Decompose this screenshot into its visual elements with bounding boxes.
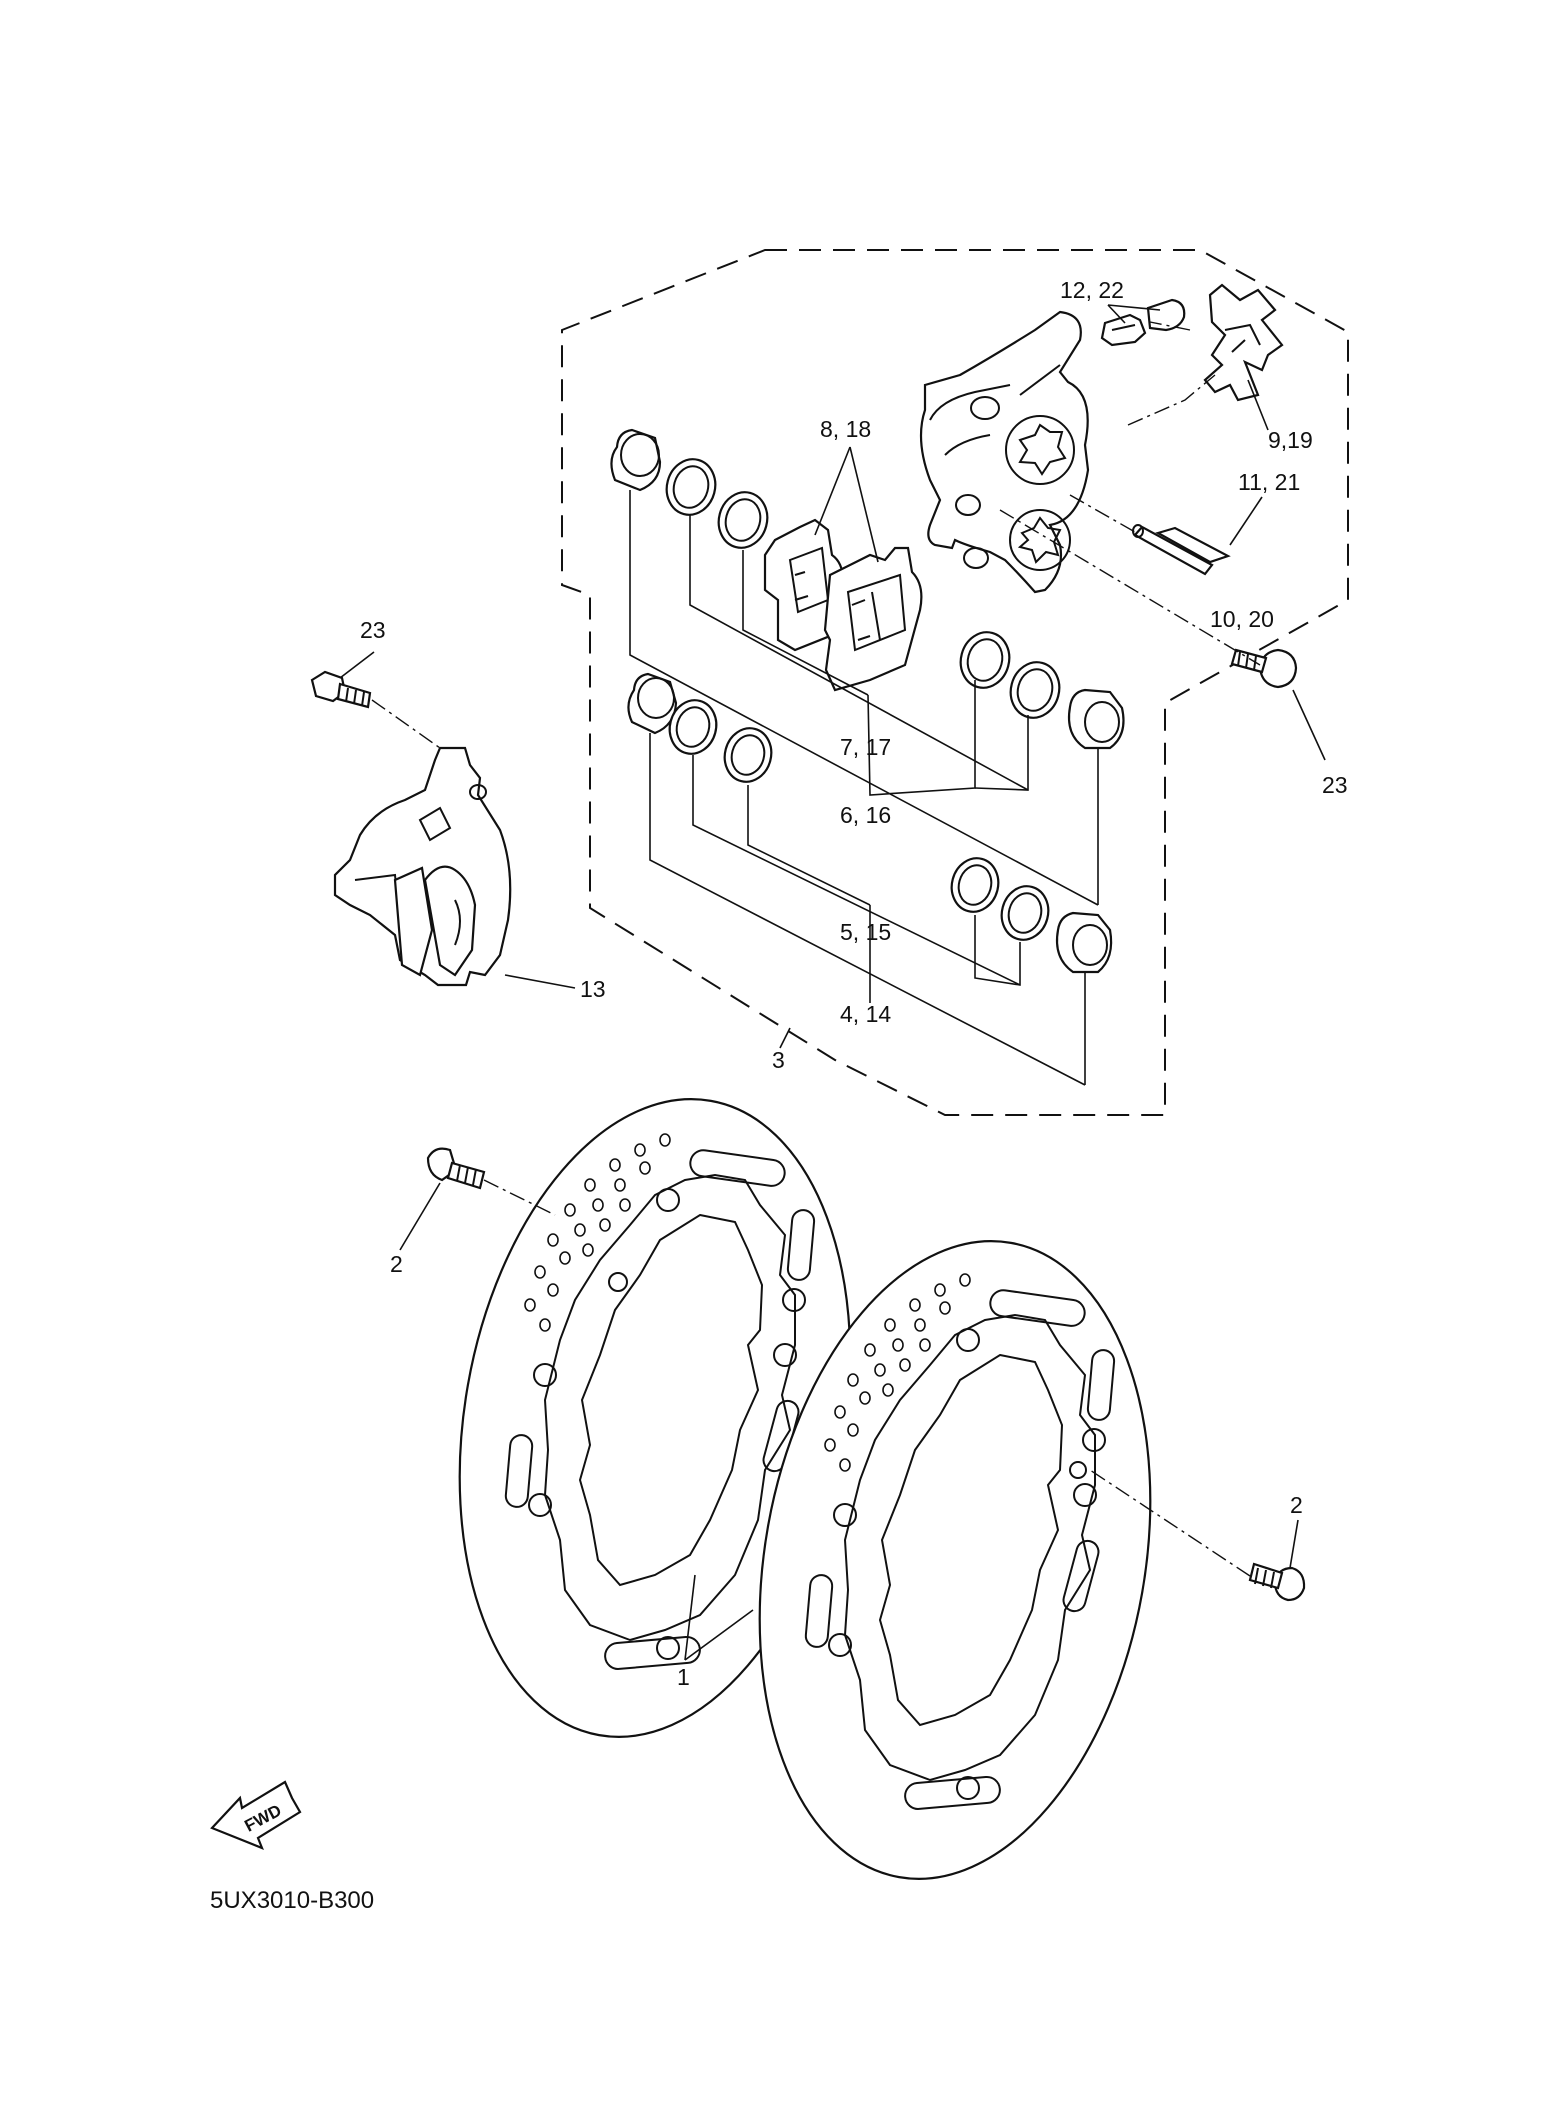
disc-left-holes	[524, 1133, 671, 1332]
callout-13: 13	[580, 976, 606, 1002]
callout-23-right: 23	[1322, 772, 1348, 798]
caliper-assembly-boundary	[561, 249, 1349, 1116]
callout-1: 1	[677, 1664, 690, 1690]
right-caliper-body[interactable]	[919, 310, 1090, 594]
callout-4-14: 4, 14	[840, 1001, 891, 1027]
caliper-bolt-right[interactable]	[1230, 648, 1298, 689]
callout-11-21: 11, 21	[1238, 469, 1300, 495]
piston-upper-right[interactable]	[1067, 688, 1125, 750]
brake-pad-inner[interactable]	[823, 546, 923, 692]
fwd-arrow-icon: FWD	[210, 1780, 302, 1850]
center-lines	[371, 321, 1261, 1577]
brake-pad-outer[interactable]	[763, 518, 844, 652]
piston-upper-left[interactable]	[610, 428, 662, 492]
callout-5-15: 5, 15	[840, 919, 891, 945]
piston-lower-left[interactable]	[627, 672, 678, 735]
callout-3: 3	[772, 1047, 785, 1073]
piston-seals[interactable]	[661, 454, 1066, 945]
callout-8-18: 8, 18	[820, 416, 871, 442]
pad-pin[interactable]	[1132, 524, 1231, 576]
leader-lines	[339, 304, 1326, 1661]
callout-2-upper: 2	[390, 1251, 403, 1277]
bleed-screw[interactable]	[1100, 298, 1186, 347]
disc-bolt-upper[interactable]	[426, 1147, 486, 1190]
diagram-code: 5UX3010-B300	[210, 1887, 374, 1914]
pad-spring-clip[interactable]	[1203, 283, 1284, 402]
disc-bolt-lower[interactable]	[1248, 1562, 1306, 1602]
callout-12-22: 12, 22	[1060, 277, 1124, 303]
callout-2-lower: 2	[1290, 1492, 1303, 1518]
callout-labels: 12, 22 9,19 8, 18 11, 21 10, 20 23 23 7,…	[360, 277, 1348, 1690]
caliper-bolt-left[interactable]	[310, 670, 372, 709]
left-caliper[interactable]	[333, 746, 512, 987]
callout-7-17: 7, 17	[840, 734, 891, 760]
piston-lower-right[interactable]	[1055, 911, 1113, 974]
disc-right-holes	[824, 1273, 971, 1472]
callout-6-16: 6, 16	[840, 802, 891, 828]
callout-10-20: 10, 20	[1210, 606, 1274, 632]
callout-9-19: 9,19	[1268, 427, 1313, 453]
brake-disc-right[interactable]	[712, 1210, 1198, 1910]
callout-23-left: 23	[360, 617, 386, 643]
